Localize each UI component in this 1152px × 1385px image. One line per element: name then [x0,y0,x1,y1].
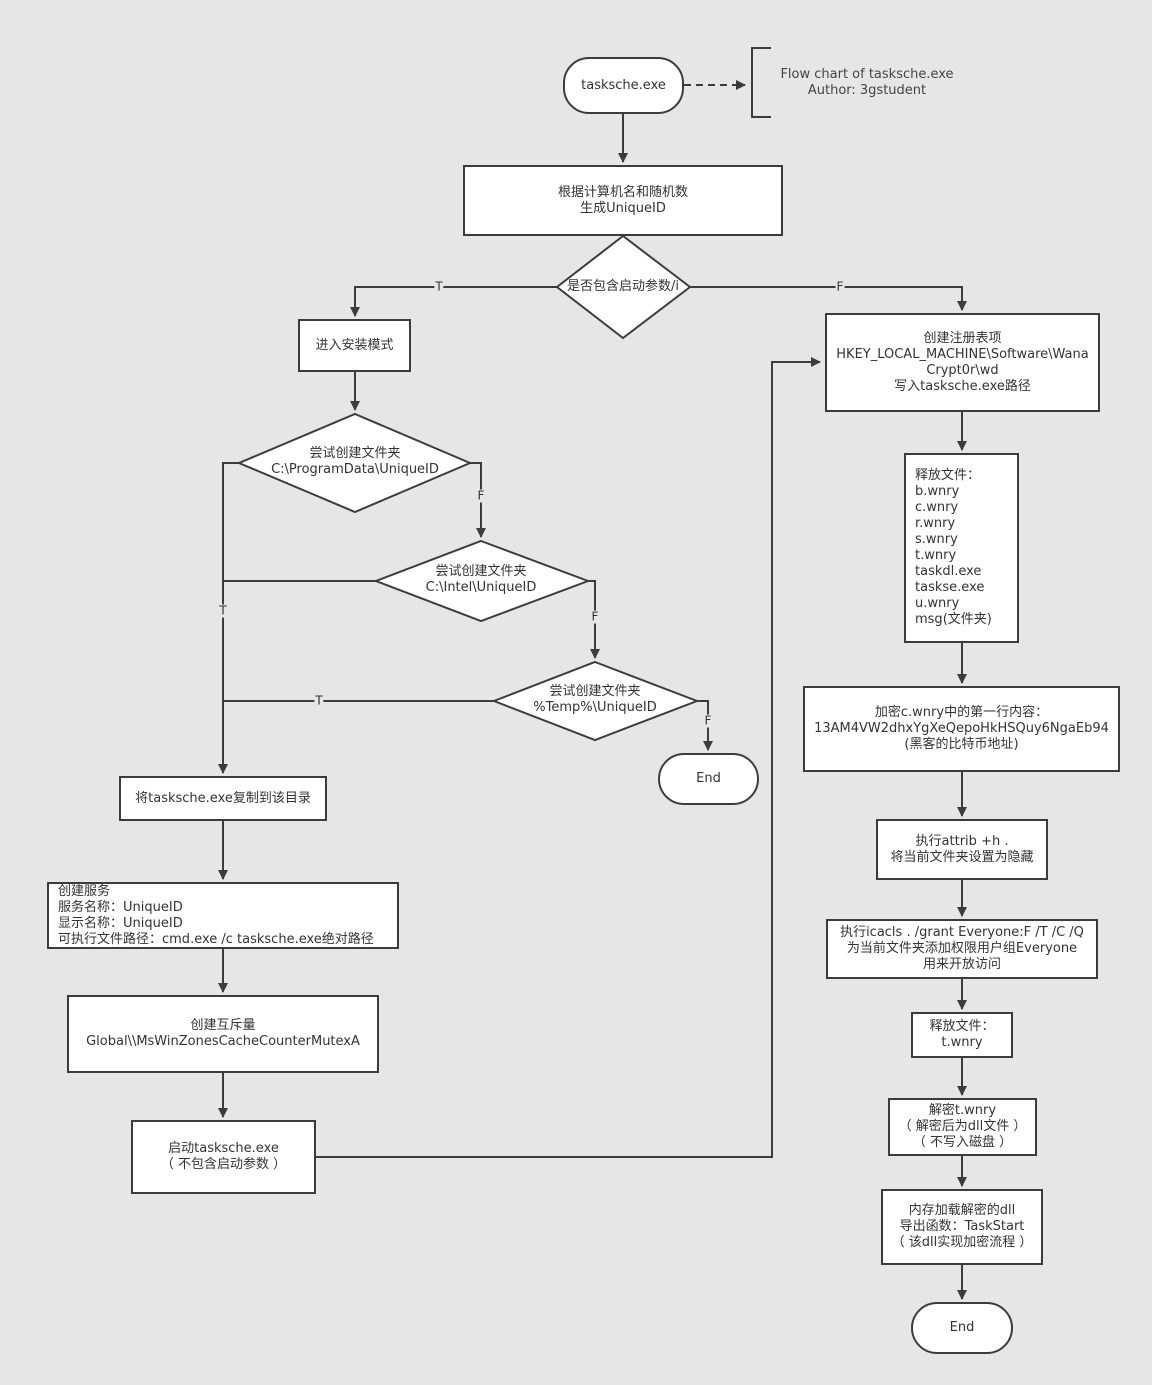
end-right-label: End [949,1320,975,1335]
release-files-line-4: r.wnry [915,516,956,531]
release-twnry-line-1: 释放文件： [929,1019,995,1034]
try3-diamond-label: 尝试创建文件夹 %Temp%\UniqueID [533,684,656,716]
load-dll-line-3: （ 该dll实现加密流程 ） [891,1235,1033,1250]
release-twnry-box: 释放文件： t.wnry [911,1012,1013,1058]
registry-line-1: 创建注册表项 [923,330,1002,346]
start-exe-line-1: 启动tasksche.exe [168,1141,279,1156]
edge-startexe-registry [316,357,821,1158]
start-node-label: tasksche.exe [581,77,666,93]
load-dll-line-2: 导出函数：TaskStart [899,1219,1025,1234]
release-files-line-3: c.wnry [915,500,959,515]
edge-try3-false [697,700,713,751]
decrypt-twnry-box: 解密t.wnry （ 解密后为dll文件 ） （ 不写入磁盘 ） [888,1098,1037,1156]
try2-diamond-shape [373,539,591,623]
encrypt-cwnry-line-3: (黑客的比特币地址) [904,737,1019,752]
end-right-node: End [911,1302,1013,1354]
end-left-node: End [658,753,759,805]
release-files-line-8: taskse.exe [915,580,985,595]
edge-decision-false [690,286,967,311]
try-true-label: T [218,603,228,618]
generate-uniqueid-box: 根据计算机名和随机数 生成UniqueID [463,165,783,236]
try2-line-1: 尝试创建文件夹 [435,564,527,579]
icacls-line-1: 执行icacls . /grant Everyone:F /T /C /Q [840,925,1084,940]
try2-line-2: C:\Intel\UniqueID [425,580,537,595]
create-service-line-3: 显示名称：UniqueID [58,915,183,931]
decision-param-label: 是否包含启动参数/i [567,279,679,294]
try1-diamond-shape [236,412,473,514]
create-mutex-box: 创建互斥量 Global\\MsWinZonesCacheCounterMute… [67,995,379,1073]
attrib-line-1: 执行attrib +h . [915,833,1009,849]
create-service-box: 创建服务 服务名称：UniqueID 显示名称：UniqueID 可执行文件路径… [47,882,399,949]
decision-true-label: T [434,279,444,294]
try3-diamond-shape [491,660,700,742]
try1-false-label: F [476,488,486,503]
try3-true-label: T [314,693,324,708]
decision-false-label: F [835,279,845,294]
generate-uniqueid-line-2: 生成UniqueID [580,200,666,216]
create-service-line-2: 服务名称：UniqueID [58,899,183,915]
load-dll-line-1: 内存加载解密的dll [908,1203,1016,1218]
create-service-line-4: 可执行文件路径：cmd.exe /c tasksche.exe绝对路径 [58,931,374,947]
copy-exe-label: 将tasksche.exe复制到该目录 [135,790,311,806]
decrypt-twnry-line-1: 解密t.wnry [928,1103,997,1118]
edge-decision-true [350,286,557,317]
decrypt-twnry-line-3: （ 不写入磁盘 ） [912,1135,1013,1150]
note-bracket [751,47,771,118]
release-twnry-line-2: t.wnry [941,1035,983,1050]
icacls-box: 执行icacls . /grant Everyone:F /T /C /Q 为当… [826,919,1098,979]
generate-uniqueid-line-1: 根据计算机名和随机数 [557,184,688,200]
release-files-line-10: msg(文件夹) [915,612,992,627]
try3-false-label: F [703,713,713,728]
chart-note: Flow chart of tasksche.exe Author: 3gstu… [780,67,953,99]
try2-false-label: F [590,609,600,624]
attrib-line-2: 将当前文件夹设置为隐藏 [890,849,1034,865]
attrib-box: 执行attrib +h . 将当前文件夹设置为隐藏 [876,819,1048,880]
edge-try1-true [218,462,239,774]
install-mode-box: 进入安装模式 [298,319,411,372]
registry-line-4: 写入tasksche.exe路径 [894,378,1031,394]
icacls-line-2: 为当前文件夹添加权限用户组Everyone [846,941,1078,956]
release-files-line-6: t.wnry [915,548,957,563]
start-exe-box: 启动tasksche.exe （ 不包含启动参数 ） [131,1120,316,1194]
create-service-line-1: 创建服务 [58,883,111,899]
encrypt-cwnry-line-2: 13AM4VW2dhxYgXeQepoHkHSQuy6NgaEb94 [814,721,1109,736]
icacls-line-3: 用来开放访问 [922,957,1001,972]
edge-try1-false [470,462,486,538]
start-node: tasksche.exe [563,57,684,114]
end-left-label: End [696,771,721,786]
release-files-line-7: taskdl.exe [915,564,982,579]
create-mutex-line-2: Global\\MsWinZonesCacheCounterMutexA [86,1034,360,1049]
encrypt-cwnry-line-1: 加密c.wnry中的第一行内容： [874,705,1049,720]
try1-line-1: 尝试创建文件夹 [309,446,401,461]
registry-box: 创建注册表项 HKEY_LOCAL_MACHINE\Software\Wana … [825,313,1100,412]
try2-diamond-label: 尝试创建文件夹 C:\Intel\UniqueID [426,564,537,596]
note-line-1: Flow chart of tasksche.exe [780,67,954,82]
start-exe-line-2: （ 不包含启动参数 ） [160,1157,287,1172]
copy-exe-box: 将tasksche.exe复制到该目录 [119,776,327,821]
registry-line-3: Crypt0r\wd [926,362,999,378]
try3-line-1: 尝试创建文件夹 [549,684,641,699]
release-files-line-1: 释放文件： [915,468,981,483]
decrypt-twnry-line-2: （ 解密后为dll文件 ） [898,1119,1027,1134]
release-files-box: 释放文件： b.wnry c.wnry r.wnry s.wnry t.wnry… [904,453,1019,643]
load-dll-box: 内存加载解密的dll 导出函数：TaskStart （ 该dll实现加密流程 ） [881,1189,1043,1265]
try3-line-2: %Temp%\UniqueID [533,700,657,715]
encrypt-cwnry-box: 加密c.wnry中的第一行内容： 13AM4VW2dhxYgXeQepoHkHS… [803,686,1120,772]
release-files-line-5: s.wnry [915,532,958,547]
try1-line-2: C:\ProgramData\UniqueID [271,462,439,477]
note-line-2: Author: 3gstudent [807,83,927,98]
release-files-line-2: b.wnry [915,484,960,499]
registry-line-2: HKEY_LOCAL_MACHINE\Software\Wana [836,346,1089,362]
create-mutex-line-1: 创建互斥量 [190,1018,256,1033]
release-files-line-9: u.wnry [915,596,960,611]
install-mode-label: 进入安装模式 [315,337,394,353]
decision-param-shape [555,234,692,340]
try1-diamond-label: 尝试创建文件夹 C:\ProgramData\UniqueID [271,446,439,478]
